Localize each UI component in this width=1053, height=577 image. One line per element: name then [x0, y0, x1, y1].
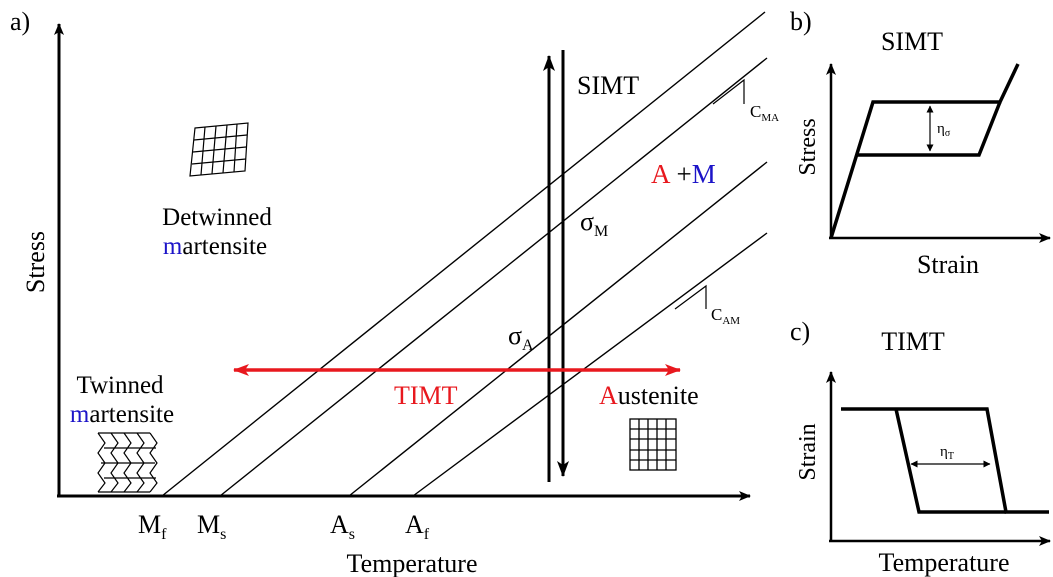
timt-label: TIMT — [394, 381, 458, 410]
boundary-af — [412, 232, 768, 497]
panel-c: c) TIMT Strain Temperature ηT — [790, 317, 1051, 577]
panel-b: b) SIMT Stress Strain ησ — [790, 7, 1051, 279]
c-ma-label: CMA — [750, 102, 779, 124]
twinned-lattice-icon — [97, 432, 158, 493]
detwinned-line1: Detwinned — [162, 204, 272, 231]
panel-b-label: b) — [790, 7, 812, 36]
boundary-mf — [161, 11, 766, 497]
unloading-curve-b — [856, 101, 1002, 157]
cooling-curve-c — [894, 408, 1006, 514]
panel-c-title: TIMT — [881, 327, 945, 356]
tick-mf: Mf — [138, 510, 167, 543]
tick-as: As — [330, 510, 355, 543]
eta-sigma-label: ησ — [937, 121, 951, 139]
boundary-ms — [219, 57, 768, 497]
y-axis-label-b: Stress — [795, 118, 821, 175]
x-axis-label-b: Strain — [917, 250, 979, 279]
x-axis-label-c: Temperature — [879, 548, 1010, 577]
detwinned-line2: martensite — [163, 233, 267, 260]
panel-b-title: SIMT — [881, 27, 943, 56]
simt-label: SIMT — [577, 71, 639, 100]
sigma-m-label: σM — [580, 207, 608, 240]
austenite-lattice-icon — [629, 418, 677, 471]
heating-curve-c — [841, 407, 1049, 514]
x-axis-label-a: Temperature — [347, 549, 478, 577]
tick-af: Af — [405, 510, 430, 543]
boundary-as — [348, 161, 768, 497]
twinned-line1: Twinned — [76, 372, 164, 399]
loading-curve-b — [829, 63, 1020, 239]
y-axis-label-a: Stress — [21, 231, 50, 293]
y-axis-label-c: Strain — [795, 423, 821, 480]
twinned-line2: martensite — [70, 401, 174, 428]
slope-mark-cma — [712, 78, 745, 105]
austenite-label: Austenite — [599, 381, 699, 410]
eta-t-label: ηT — [940, 444, 954, 462]
c-am-label: CAM — [711, 305, 740, 327]
slope-mark-cam — [674, 284, 707, 310]
tick-ms: Ms — [197, 510, 226, 543]
mixed-phase-label: A+M — [651, 159, 716, 189]
panel-a-label: a) — [10, 7, 30, 36]
panel-a: a) Stress Temperature Mf Ms As Af CMA CA… — [10, 7, 779, 577]
detwinned-lattice-icon — [189, 122, 249, 177]
sigma-a-label: σA — [508, 321, 534, 354]
panel-c-label: c) — [790, 317, 810, 346]
